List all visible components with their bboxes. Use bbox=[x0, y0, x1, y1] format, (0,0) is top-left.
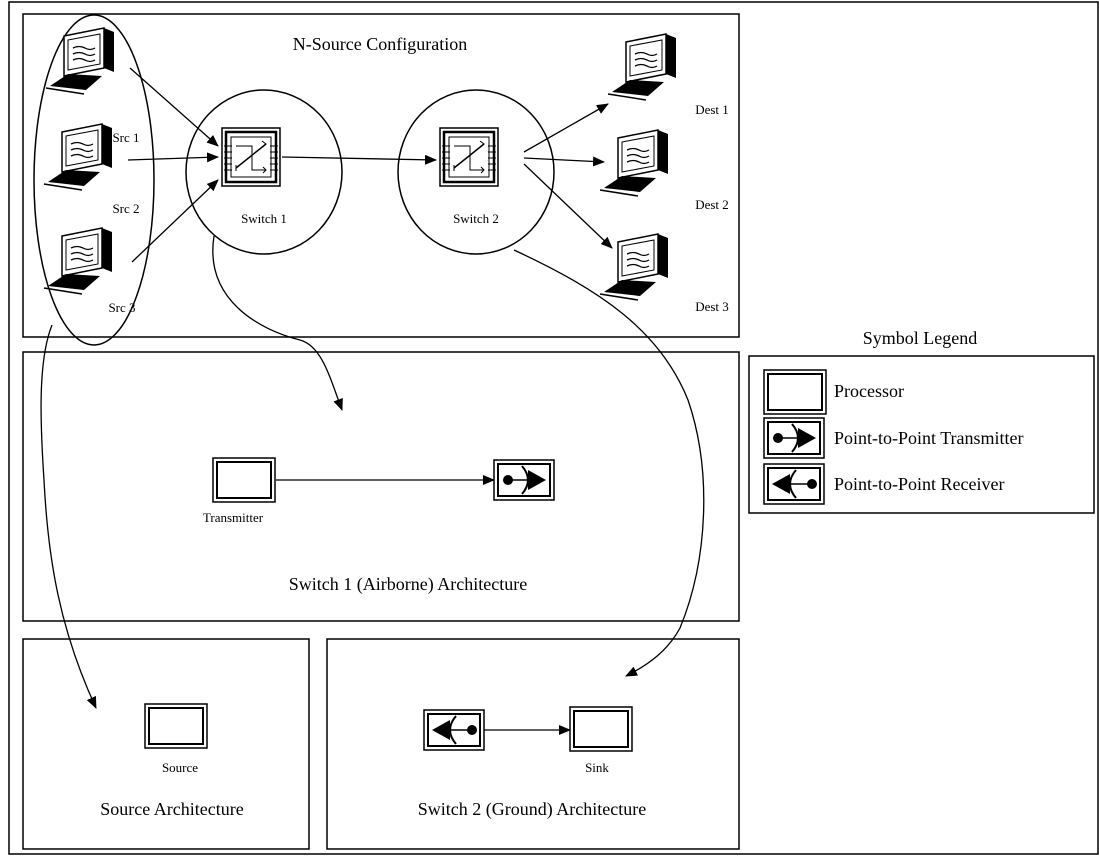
dest2-computer-icon bbox=[599, 129, 669, 197]
source-label: Source bbox=[162, 760, 198, 775]
arrow-src3-switch1 bbox=[131, 179, 219, 263]
ptp-transmitter-icon bbox=[493, 459, 555, 501]
legend-processor-icon bbox=[763, 369, 827, 415]
switch1-arch-title: Switch 1 (Airborne) Architecture bbox=[289, 574, 527, 595]
switch1-ellipse bbox=[185, 89, 343, 255]
outer-frame bbox=[8, 1, 1099, 855]
dest3-label: Dest 3 bbox=[695, 299, 729, 314]
arrow-switch2-dest3 bbox=[523, 163, 613, 249]
switch1-label: Switch 1 bbox=[241, 211, 287, 226]
src1-label: Src 1 bbox=[112, 130, 139, 145]
ptp-receiver-icon bbox=[423, 709, 485, 751]
src2-computer-icon bbox=[43, 123, 113, 191]
legend-item-ptp-transmitter: Point-to-Point Transmitter bbox=[834, 428, 1024, 448]
legend-panel bbox=[748, 355, 1095, 514]
src3-computer-icon bbox=[43, 227, 113, 295]
arrow-switch2-dest2 bbox=[523, 156, 605, 167]
curve-switch2-to-ground bbox=[513, 249, 705, 677]
curve-sources-to-source-arch bbox=[40, 324, 97, 709]
arrow-src2-switch1 bbox=[127, 152, 219, 163]
dest1-computer-icon bbox=[607, 33, 677, 101]
legend-ptp-receiver-icon bbox=[763, 463, 825, 505]
switch2-arch-title: Switch 2 (Ground) Architecture bbox=[418, 799, 646, 820]
arrow-switch2-dest1 bbox=[523, 103, 609, 153]
switch2-label: Switch 2 bbox=[453, 211, 499, 226]
transmitter-label: Transmitter bbox=[203, 510, 264, 525]
legend-item-ptp-receiver: Point-to-Point Receiver bbox=[834, 474, 1004, 494]
curve-switch1-to-airborne bbox=[212, 235, 343, 411]
src3-label: Src 3 bbox=[108, 300, 135, 315]
src2-label: Src 2 bbox=[112, 201, 139, 216]
n-source-title: N-Source Configuration bbox=[293, 34, 467, 54]
transmitter-processor-icon bbox=[212, 457, 276, 503]
src1-computer-icon bbox=[45, 27, 115, 95]
legend-item-processor: Processor bbox=[834, 381, 904, 401]
dest3-computer-icon bbox=[599, 233, 669, 301]
source-processor-icon bbox=[144, 703, 208, 749]
switch1-panel bbox=[22, 351, 740, 622]
n-source-panel bbox=[22, 13, 740, 338]
switch2-panel bbox=[326, 638, 740, 850]
switch1-icon bbox=[220, 126, 282, 188]
source-panel bbox=[22, 638, 310, 850]
legend-ptp-transmitter-icon bbox=[763, 417, 825, 459]
switch2-ellipse bbox=[397, 89, 555, 255]
arrow-switch1-switch2 bbox=[281, 154, 437, 165]
dest2-label: Dest 2 bbox=[695, 197, 729, 212]
legend-title: Symbol Legend bbox=[863, 328, 978, 348]
arrow-src1-switch1 bbox=[129, 67, 219, 147]
dest1-label: Dest 1 bbox=[695, 102, 729, 117]
sources-ellipse bbox=[33, 14, 155, 346]
source-arch-title: Source Architecture bbox=[100, 799, 243, 819]
switch2-icon bbox=[438, 126, 500, 188]
sink-label: Sink bbox=[585, 760, 609, 775]
sink-processor-icon bbox=[569, 706, 633, 752]
